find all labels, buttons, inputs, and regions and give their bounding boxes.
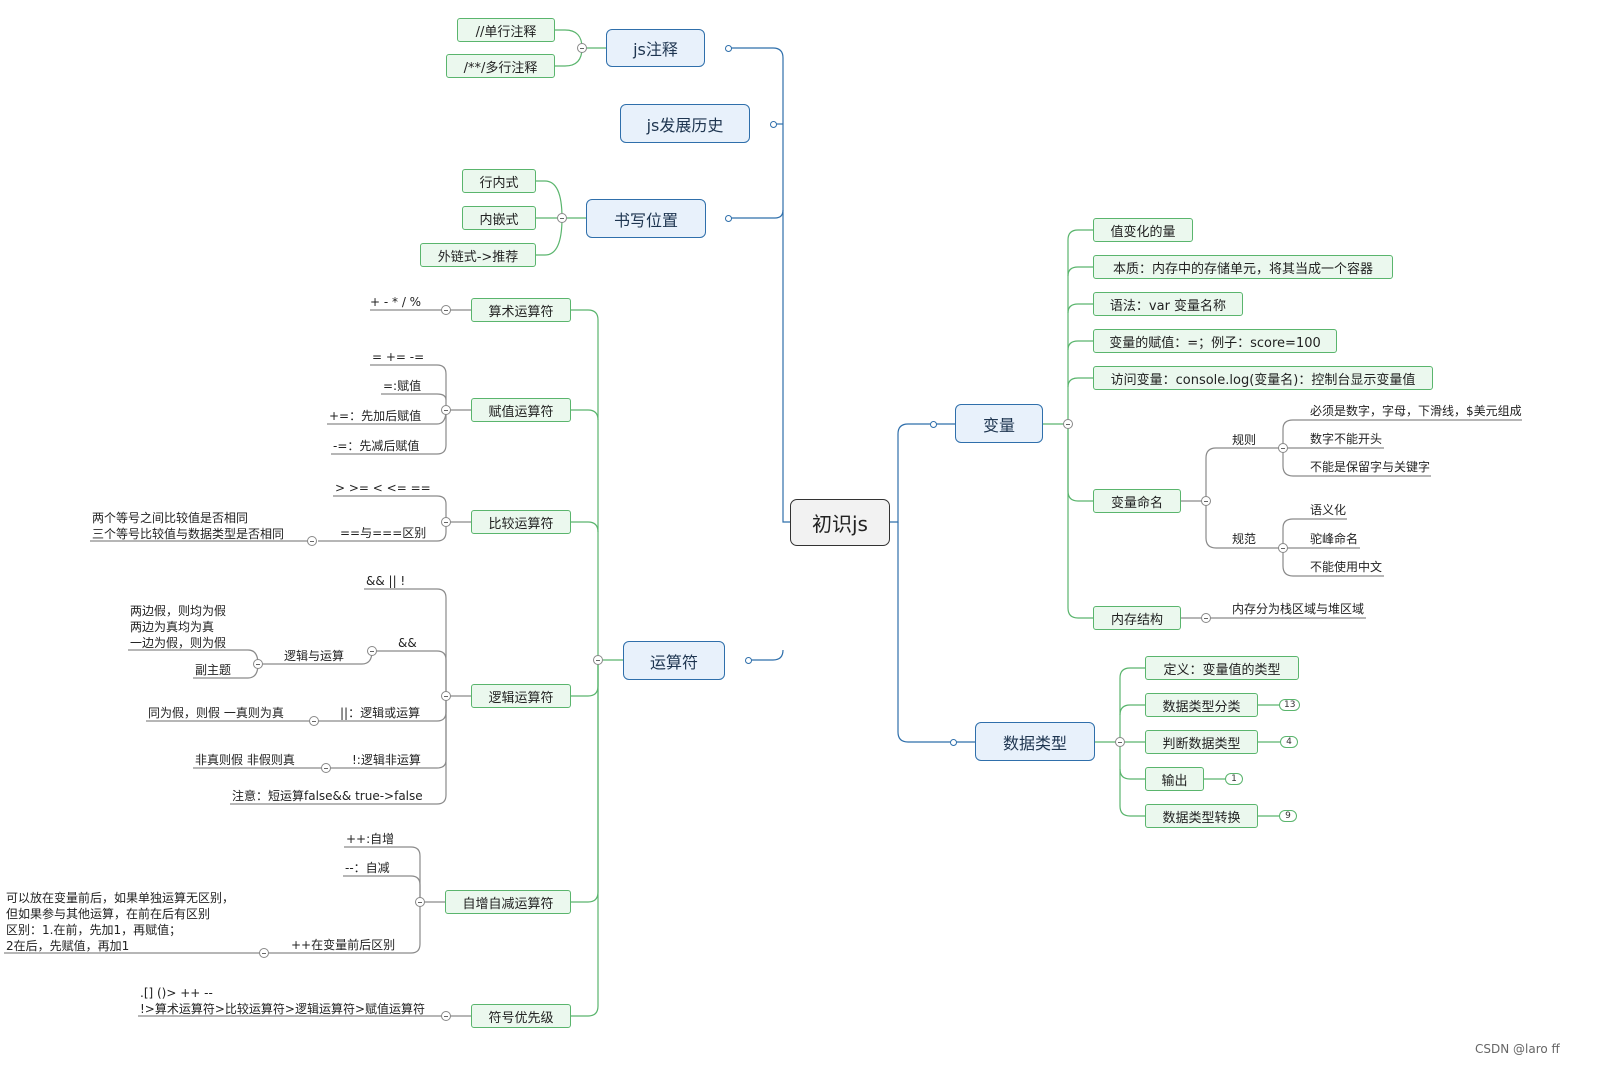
- leaf-incdec-note: 可以放在变量前后，如果单独运算无区别， 但如果参与其他运算，在前在后有区别 区别…: [6, 891, 235, 953]
- connection-dot: [930, 421, 937, 428]
- credit-watermark: CSDN @laro ff: [1475, 1042, 1560, 1056]
- collapse-toggle-icon[interactable]: [441, 405, 451, 415]
- collapse-toggle-icon[interactable]: [441, 517, 451, 527]
- collapse-toggle-icon[interactable]: [1063, 419, 1073, 429]
- node-assign-operator[interactable]: 赋值运算符: [471, 398, 571, 422]
- node-arith-operator[interactable]: 算术运算符: [471, 298, 571, 322]
- collapse-toggle-icon[interactable]: [367, 646, 377, 656]
- right-trunk: [890, 423, 975, 743]
- node-logic-operator[interactable]: 逻辑运算符: [471, 684, 571, 708]
- topic-js-comment[interactable]: js注释: [606, 29, 705, 67]
- connection-dot: [950, 739, 957, 746]
- collapse-toggle-icon[interactable]: [441, 305, 451, 315]
- node-compare-operator[interactable]: 比较运算符: [471, 510, 571, 534]
- node-dtype-convert[interactable]: 数据类型转换: [1145, 804, 1258, 828]
- collapse-toggle-icon[interactable]: [259, 948, 269, 958]
- collapse-toggle-icon[interactable]: [1278, 443, 1288, 453]
- leaf-decrement: --：自减: [345, 861, 390, 875]
- leaf-compare-note: 两个等号之间比较值是否相同 三个等号比较值与数据类型是否相同: [92, 511, 285, 541]
- node-memory-structure[interactable]: 内存结构: [1093, 606, 1181, 630]
- collapse-toggle-icon[interactable]: [415, 897, 425, 907]
- collapsed-count-badge[interactable]: 1: [1225, 773, 1243, 785]
- connection-dot: [725, 45, 732, 52]
- topic-data-type[interactable]: 数据类型: [975, 722, 1095, 761]
- collapsed-count-badge[interactable]: 4: [1280, 736, 1298, 748]
- node-incdec-operator[interactable]: 自增自减运算符: [445, 890, 571, 914]
- topic-operators[interactable]: 运算符: [623, 641, 725, 680]
- collapse-toggle-icon[interactable]: [577, 43, 587, 53]
- leaf-logic-subtopic: 副主题: [195, 663, 232, 677]
- collapse-toggle-icon[interactable]: [1115, 737, 1125, 747]
- leaf-logic-not: !:逻辑非运算: [352, 753, 421, 767]
- leaf-priority-note: .[] ()> ++ -- !>算术运算符>比较运算符>逻辑运算符>赋值运算符: [140, 986, 426, 1016]
- leaf-logic-and-op: 逻辑与运算: [284, 649, 345, 663]
- leaf-increment: ++:自增: [346, 832, 395, 846]
- node-operator-priority[interactable]: 符号优先级: [471, 1004, 571, 1028]
- connection-dot: [770, 121, 777, 128]
- leaf-assign-plus: +=：先加后赋值: [329, 409, 422, 423]
- topic-variable[interactable]: 变量: [955, 404, 1043, 443]
- leaf-rule-no-keyword: 不能是保留字与关键字: [1310, 460, 1431, 474]
- node-var-naming[interactable]: 变量命名: [1093, 489, 1181, 513]
- left-trunk: [728, 47, 790, 661]
- node-inline[interactable]: 行内式: [462, 169, 536, 193]
- node-var-definition[interactable]: 值变化的量: [1093, 218, 1193, 242]
- node-external[interactable]: 外链式->推荐: [420, 243, 536, 267]
- leaf-compare-symbols: > >= < <= ==: [335, 481, 431, 495]
- leaf-rule-chars: 必须是数字，字母，下滑线，$美元组成: [1310, 404, 1522, 418]
- topic-js-history[interactable]: js发展历史: [620, 104, 750, 143]
- node-dtype-classify[interactable]: 数据类型分类: [1145, 693, 1258, 717]
- collapse-toggle-icon[interactable]: [1201, 613, 1211, 623]
- leaf-assign-symbols: = += -=: [372, 350, 425, 364]
- node-var-access[interactable]: 访问变量：console.log(变量名)：控制台显示变量值: [1093, 366, 1433, 390]
- node-var-syntax[interactable]: 语法：var 变量名称: [1093, 292, 1243, 316]
- collapse-toggle-icon[interactable]: [1278, 543, 1288, 553]
- leaf-logic-tip: 注意：短运算false&& true->false: [232, 789, 423, 803]
- collapsed-count-badge[interactable]: 13: [1279, 699, 1301, 711]
- collapse-toggle-icon[interactable]: [307, 536, 317, 546]
- connection-dot: [725, 215, 732, 222]
- node-dtype-check[interactable]: 判断数据类型: [1145, 730, 1258, 754]
- node-single-line-comment[interactable]: //单行注释: [457, 18, 555, 42]
- leaf-assign-eq: =:赋值: [383, 379, 422, 393]
- leaf-naming-norms: 规范: [1232, 532, 1257, 546]
- node-dtype-definition[interactable]: 定义：变量值的类型: [1145, 656, 1299, 680]
- topic-write-position[interactable]: 书写位置: [586, 199, 706, 238]
- leaf-naming-rules: 规则: [1232, 433, 1257, 447]
- leaf-rule-no-digit-start: 数字不能开头: [1310, 432, 1383, 446]
- collapse-toggle-icon[interactable]: [557, 213, 567, 223]
- leaf-logic-or: ||：逻辑或运算: [340, 706, 421, 720]
- collapse-toggle-icon[interactable]: [321, 763, 331, 773]
- collapse-toggle-icon[interactable]: [441, 691, 451, 701]
- collapse-toggle-icon[interactable]: [441, 1011, 451, 1021]
- collapse-toggle-icon[interactable]: [309, 716, 319, 726]
- root-node[interactable]: 初识js: [790, 499, 890, 546]
- collapse-toggle-icon[interactable]: [1201, 496, 1211, 506]
- collapsed-count-badge[interactable]: 9: [1279, 810, 1297, 822]
- leaf-norm-semantic: 语义化: [1310, 503, 1347, 517]
- leaf-logic-not-note: 非真则假 非假则真: [195, 753, 295, 767]
- leaf-memory-stack-heap: 内存分为栈区域与堆区域: [1232, 602, 1365, 616]
- leaf-norm-no-chinese: 不能使用中文: [1310, 560, 1383, 574]
- leaf-logic-and: &&: [398, 636, 417, 650]
- leaf-logic-and-note: 两边假，则均为假 两边为真均为真 一边为假，则为假: [130, 604, 227, 650]
- connection-dot: [745, 657, 752, 664]
- node-multi-line-comment[interactable]: /**/多行注释: [446, 54, 555, 78]
- node-var-essence[interactable]: 本质：内存中的存储单元，将其当成一个容器: [1093, 255, 1393, 279]
- node-dtype-output[interactable]: 输出: [1145, 767, 1204, 791]
- leaf-assign-minus: -=：先减后赋值: [333, 439, 420, 453]
- leaf-compare-eq-diff: ==与===区别: [340, 526, 427, 540]
- collapse-toggle-icon[interactable]: [253, 659, 263, 669]
- collapse-toggle-icon[interactable]: [593, 655, 603, 665]
- leaf-norm-camel: 驼峰命名: [1310, 532, 1359, 546]
- leaf-logic-or-note: 同为假，则假 一真则为真: [148, 706, 284, 720]
- leaf-logic-symbols: && || !: [366, 574, 406, 588]
- leaf-arith-symbols: + - * / %: [370, 295, 422, 309]
- leaf-incdec-diff: ++在变量前后区别: [291, 938, 396, 952]
- node-embedded[interactable]: 内嵌式: [462, 206, 536, 230]
- node-var-assign[interactable]: 变量的赋值：=；例子：score=100: [1093, 329, 1337, 353]
